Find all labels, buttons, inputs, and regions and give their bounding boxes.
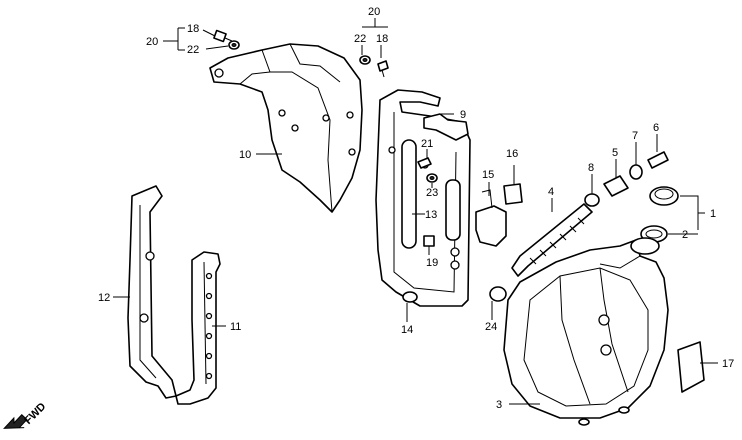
callout-8: 8 bbox=[588, 162, 594, 174]
hose-4 bbox=[511, 198, 593, 277]
callout-20-left: 20 bbox=[146, 36, 158, 48]
callout-19: 19 bbox=[426, 257, 438, 269]
callout-12: 12 bbox=[98, 292, 110, 304]
callout-20-center: 20 bbox=[368, 6, 380, 18]
callout-11: 11 bbox=[230, 321, 241, 333]
fwd-label: FWD bbox=[22, 401, 48, 427]
oring-7 bbox=[629, 142, 643, 180]
fastener-group-left bbox=[163, 27, 240, 51]
connector-15 bbox=[475, 182, 507, 247]
callout-5: 5 bbox=[612, 147, 618, 159]
bracket-12 bbox=[113, 185, 177, 399]
callout-3: 3 bbox=[496, 399, 502, 411]
callout-22-center: 22 bbox=[354, 33, 366, 45]
clamp-24 bbox=[489, 286, 507, 320]
callout-18-left: 18 bbox=[187, 23, 199, 35]
fastener-group-center bbox=[359, 18, 389, 78]
housing-3 bbox=[503, 237, 669, 426]
callout-18-center: 18 bbox=[376, 33, 388, 45]
fwd-arrow-icon bbox=[3, 414, 28, 429]
bolt-18-left bbox=[213, 29, 233, 43]
washer-22-left bbox=[228, 40, 240, 50]
callout-2: 2 bbox=[682, 229, 688, 241]
callout-22-left: 22 bbox=[187, 44, 199, 56]
screw-21 bbox=[417, 157, 432, 169]
callout-4: 4 bbox=[548, 186, 554, 198]
drain-plug-6 bbox=[647, 134, 669, 169]
callout-7: 7 bbox=[632, 130, 638, 142]
decal-17 bbox=[677, 341, 718, 393]
callout-16: 16 bbox=[506, 148, 518, 160]
bolt-19 bbox=[423, 235, 435, 255]
washer-22-center bbox=[359, 55, 371, 65]
clamp-8 bbox=[584, 174, 600, 207]
cap-1 bbox=[649, 186, 679, 206]
callout-13: 13 bbox=[425, 209, 437, 221]
callout-1: 1 bbox=[710, 208, 716, 220]
callout-6: 6 bbox=[653, 122, 659, 134]
fitting-5 bbox=[603, 159, 629, 197]
washer-23 bbox=[426, 173, 438, 183]
plate-16 bbox=[503, 165, 523, 205]
callout-15: 15 bbox=[482, 169, 494, 181]
callout-10: 10 bbox=[239, 149, 251, 161]
callout-21: 21 bbox=[421, 138, 433, 150]
frame-bracket-14 bbox=[375, 89, 471, 322]
callout-9: 9 bbox=[460, 109, 466, 121]
callout-24: 24 bbox=[485, 321, 497, 333]
upper-cover-10 bbox=[209, 43, 363, 213]
callout-23: 23 bbox=[426, 187, 438, 199]
callout-14: 14 bbox=[401, 324, 413, 336]
callout-17: 17 bbox=[722, 358, 734, 370]
bracket-11 bbox=[175, 251, 226, 405]
clip-9 bbox=[423, 113, 469, 141]
callout-labels: 1 2 3 4 5 6 7 8 9 10 11 12 13 14 15 16 1… bbox=[98, 6, 734, 411]
bolt-18-center bbox=[377, 60, 389, 78]
